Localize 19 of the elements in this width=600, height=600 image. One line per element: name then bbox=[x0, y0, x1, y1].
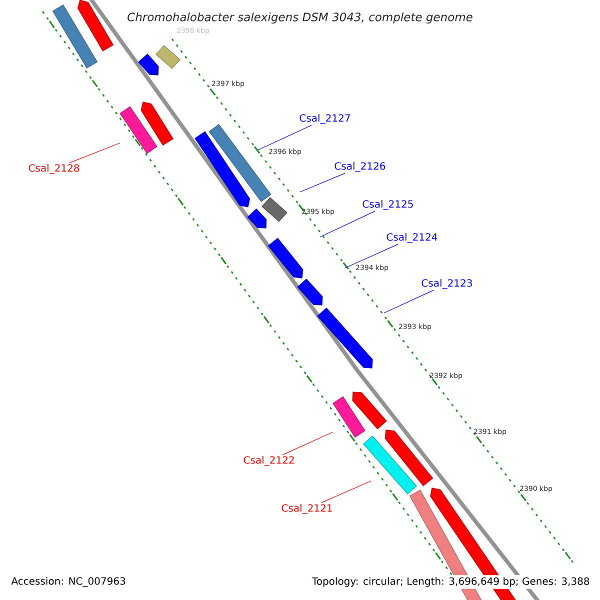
leader-line bbox=[384, 290, 434, 314]
leader-line bbox=[320, 210, 376, 238]
leader-line bbox=[69, 142, 120, 164]
gene-label: Csal_2122 bbox=[244, 456, 294, 466]
gene-label: Csal_2123 bbox=[422, 279, 472, 289]
gene-label: Csal_2127 bbox=[300, 114, 350, 124]
gene-label: Csal_2128 bbox=[28, 164, 80, 174]
gene-label: Csal_2124 bbox=[386, 233, 438, 243]
leader-line bbox=[282, 432, 334, 456]
leader-line bbox=[258, 124, 312, 150]
gene-label: Csal_2126 bbox=[334, 162, 386, 172]
footer-text: Accession: NC_007963 bbox=[9, 575, 128, 589]
title: Chromohalobacter salexigens DSM 3043, complete genome bbox=[125, 10, 475, 26]
footer-text: Topology: circular; Length: 3,696,649 bp; Genes: 3,388 bbox=[310, 575, 592, 589]
leader-line bbox=[300, 172, 346, 192]
leader-line bbox=[320, 480, 372, 504]
gene-label: Csal_2125 bbox=[362, 200, 413, 210]
leader-line bbox=[344, 244, 398, 268]
gene-label: Csal_2121 bbox=[282, 504, 332, 514]
